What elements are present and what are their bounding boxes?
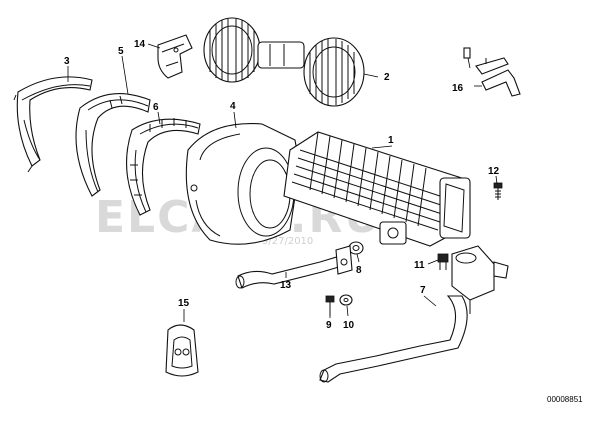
label-part-14: 14 — [134, 39, 146, 50]
label-part-7: 7 — [420, 285, 426, 296]
part-8-seal-ring — [348, 241, 364, 255]
label-part-3: 3 — [64, 56, 70, 67]
label-part-12: 12 — [488, 166, 500, 177]
part-9-bolt — [325, 295, 335, 316]
reference-number: 00008851 — [547, 395, 583, 404]
label-part-2: 2 — [384, 72, 390, 83]
part-labels: 1 2 3 4 5 6 7 8 9 10 11 12 13 14 15 16 — [64, 39, 500, 331]
part-1-heater-core — [283, 131, 471, 247]
label-part-8: 8 — [356, 265, 362, 276]
part-10-washer — [339, 294, 353, 306]
part-14-bracket — [157, 34, 193, 79]
part-16-bleed-valve — [463, 47, 521, 97]
label-part-6: 6 — [153, 102, 159, 113]
part-2-blower-motor — [203, 17, 365, 107]
part-11-clip — [437, 253, 449, 270]
leader-lines — [67, 43, 498, 322]
label-part-1: 1 — [388, 135, 394, 146]
label-part-15: 15 — [178, 298, 190, 309]
part-13-pipe — [235, 245, 353, 289]
label-part-9: 9 — [326, 320, 332, 331]
part-15-grommet — [165, 324, 199, 377]
watermark-date: 9/27/2010 — [262, 236, 313, 247]
part-7-valve-pipe — [319, 245, 509, 383]
label-part-10: 10 — [343, 320, 355, 331]
part-5-cover-shell — [75, 93, 151, 197]
label-part-16: 16 — [452, 83, 464, 94]
part-12-screw — [493, 182, 503, 200]
part-6-ribbed-shroud — [126, 118, 201, 216]
label-part-5: 5 — [118, 46, 124, 57]
part-3-cover-shell — [13, 76, 93, 173]
part-4-blower-housing — [185, 122, 299, 245]
label-part-11: 11 — [414, 260, 425, 271]
label-part-4: 4 — [230, 101, 236, 112]
label-part-13: 13 — [280, 280, 292, 291]
